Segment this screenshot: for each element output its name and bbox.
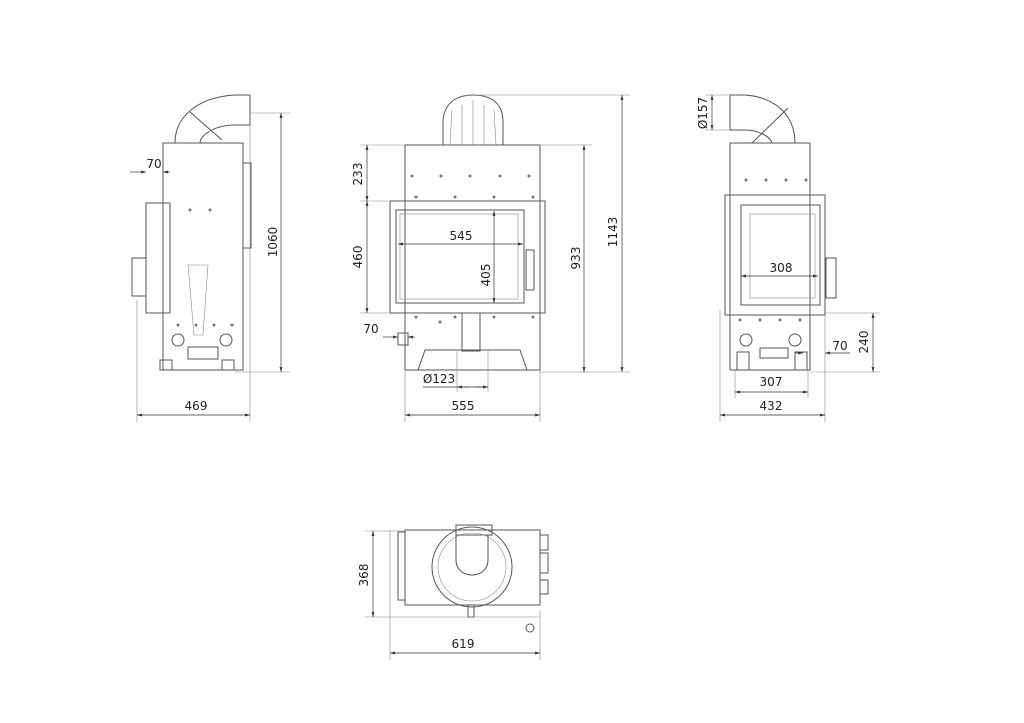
dimension-glass-height-label: 405 bbox=[479, 264, 493, 287]
dimension-body-height-label: 933 bbox=[569, 247, 583, 270]
dimension-width-label: 469 bbox=[185, 399, 208, 413]
dimension-lower-height-label: 240 bbox=[857, 331, 871, 354]
dimension-flue-diameter-label: Ø157 bbox=[696, 97, 710, 129]
dimension-glass-width-label: 308 bbox=[770, 261, 793, 275]
dimension-offset-label: 70 bbox=[832, 339, 847, 353]
dimension-base-width-label: 307 bbox=[760, 375, 783, 389]
dimension-depth-label: 368 bbox=[357, 564, 371, 587]
dimension-top-height-label: 233 bbox=[351, 163, 365, 186]
dimension-total-height-label: 1143 bbox=[606, 217, 620, 248]
right-side-view: Ø157 308 240 70 307 432 bbox=[696, 94, 880, 422]
dimension-width-label: 619 bbox=[452, 637, 475, 651]
dimension-offset-label: 70 bbox=[363, 322, 378, 336]
dimension-depth-label: 1060 bbox=[266, 227, 280, 258]
dimension-width-label: 432 bbox=[760, 399, 783, 413]
dimension-glass-width-label: 545 bbox=[450, 229, 473, 243]
top-view: 368 619 bbox=[357, 524, 549, 660]
front-view: 233 460 1143 933 545 405 70 Ø123 555 bbox=[351, 94, 630, 422]
dimension-door-height-label: 460 bbox=[351, 246, 365, 269]
dimension-width-label: 555 bbox=[452, 399, 475, 413]
dimension-air-inlet-label: Ø123 bbox=[423, 372, 455, 386]
dimension-offset-label: 70 bbox=[146, 157, 161, 171]
left-side-view: 1060 469 70 bbox=[130, 94, 290, 422]
